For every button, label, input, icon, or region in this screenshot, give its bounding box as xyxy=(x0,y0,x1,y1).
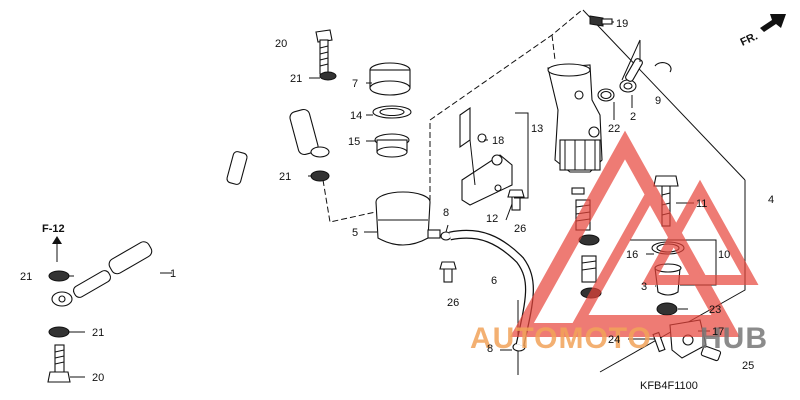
front-direction-arrow: FR. xyxy=(739,14,786,49)
callout-labels: 20 21 21 7 14 15 5 1 21 21 20 13 18 12 8… xyxy=(20,18,774,384)
callout-16: 16 xyxy=(626,249,638,261)
callout-5: 5 xyxy=(352,227,358,239)
watermark-triangle-right xyxy=(641,179,759,285)
callout-22: 22 xyxy=(608,123,620,135)
fluid-reservoir xyxy=(375,191,441,246)
callout-3: 3 xyxy=(641,281,647,293)
callout-25: 25 xyxy=(742,360,754,372)
callout-24: 24 xyxy=(608,334,620,346)
callout-18: 18 xyxy=(492,135,504,147)
left-fasteners xyxy=(47,29,337,383)
callout-20-top: 20 xyxy=(275,38,287,50)
callout-21-top: 21 xyxy=(290,73,302,85)
watermark xyxy=(510,130,759,337)
callout-13: 13 xyxy=(531,123,543,135)
brake-hose xyxy=(51,91,319,307)
callout-15: 15 xyxy=(348,136,360,148)
section-reference: F-12 xyxy=(42,223,65,262)
callout-8-top: 8 xyxy=(443,207,449,219)
callout-9: 9 xyxy=(655,95,661,107)
callout-21-left: 21 xyxy=(20,271,32,283)
callout-26-right: 26 xyxy=(514,223,526,235)
callout-6: 6 xyxy=(491,275,497,287)
callout-4: 4 xyxy=(768,194,774,206)
diagram-code: KFB4F1100 xyxy=(640,380,698,392)
callout-19: 19 xyxy=(616,18,628,30)
callout-7: 7 xyxy=(352,78,358,90)
callout-14: 14 xyxy=(350,110,362,122)
callout-21-mid: 21 xyxy=(279,171,291,183)
cylinder-small-parts xyxy=(589,15,672,102)
front-direction-label: FR. xyxy=(739,30,760,48)
master-cylinder-body xyxy=(547,63,603,173)
section-reference-label: F-12 xyxy=(42,223,65,235)
watermark-text-right: HUB xyxy=(700,322,768,355)
callout-21-bottom: 21 xyxy=(92,327,104,339)
callout-2: 2 xyxy=(630,111,636,123)
reservoir-bracket xyxy=(459,106,513,206)
callout-23: 23 xyxy=(709,304,721,316)
callout-17: 17 xyxy=(712,326,724,338)
callout-10: 10 xyxy=(718,249,730,261)
watermark-text-left: AUTOMOTO xyxy=(470,322,652,355)
callout-11: 11 xyxy=(696,198,707,210)
callout-12: 12 xyxy=(486,213,498,225)
callout-8-bottom: 8 xyxy=(487,343,493,355)
callout-1: 1 xyxy=(170,268,176,280)
callout-20-bottom: 20 xyxy=(92,372,104,384)
reservoir-cap-stack xyxy=(369,62,412,158)
callout-26-left: 26 xyxy=(447,297,459,309)
watermark-triangle-inner xyxy=(571,184,729,325)
